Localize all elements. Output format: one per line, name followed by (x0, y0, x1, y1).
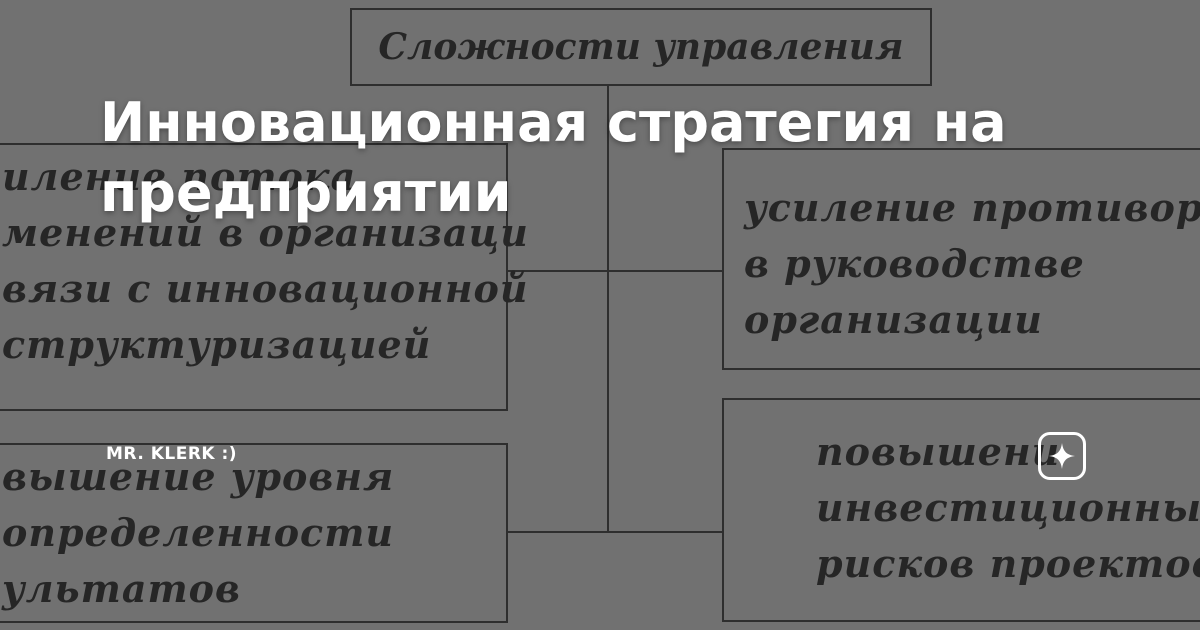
sparkle-icon (1038, 432, 1086, 480)
diagram-text-line: менений в организаци (2, 210, 529, 255)
diagram-text-line: организации (744, 297, 1043, 342)
diagram-vertical-connector (607, 86, 609, 532)
diagram-text-line: в руководстве (744, 241, 1085, 286)
diagram-left-box-1: иление потока менений в организаци вязи … (0, 143, 528, 411)
diagram-text-line: усиление противореч (744, 185, 1200, 230)
diagram-right-box-2-text: повышени инвестиционных рисков проектов (816, 424, 1200, 592)
diagram-middle-connector (508, 270, 722, 272)
diagram-right-box-1: усиление противореч в руководстве органи… (722, 148, 1200, 370)
diagram-left-box-2-text: вышение уровня определенности ультатов (2, 449, 394, 617)
diagram-text-line: рисков проектов (816, 541, 1200, 586)
diagram-left-box-1-text: иление потока менений в организаци вязи … (2, 149, 529, 373)
diagram-text-line: повышени (816, 429, 1061, 474)
diagram-text-line: вязи с инновационной (2, 266, 529, 311)
diagram-top-label: Сложности управления (378, 26, 904, 68)
diagram-text-line: иление потока (2, 154, 357, 199)
diagram-right-box-1-text: усиление противореч в руководстве органи… (744, 180, 1200, 348)
diagram-text-line: структуризацией (2, 322, 432, 367)
diagram-right-box-2: повышени инвестиционных рисков проектов (722, 398, 1200, 622)
diagram-left-box-2: вышение уровня определенности ультатов (0, 443, 508, 623)
diagram-top-box: Сложности управления (350, 8, 932, 86)
diagram-text-line: определенности (2, 510, 395, 555)
diagram-text-line: ультатов (2, 566, 241, 611)
source-label: MR. KLERK :) (106, 444, 238, 464)
sparkle-icon-glyph (1049, 443, 1075, 469)
article-headline: Инновационная стратегия на предприятии (100, 91, 1007, 224)
diagram-bottom-connector (508, 531, 722, 533)
diagram-text-line: инвестиционных (816, 485, 1200, 530)
diagram-text-line: вышение уровня (2, 454, 395, 499)
